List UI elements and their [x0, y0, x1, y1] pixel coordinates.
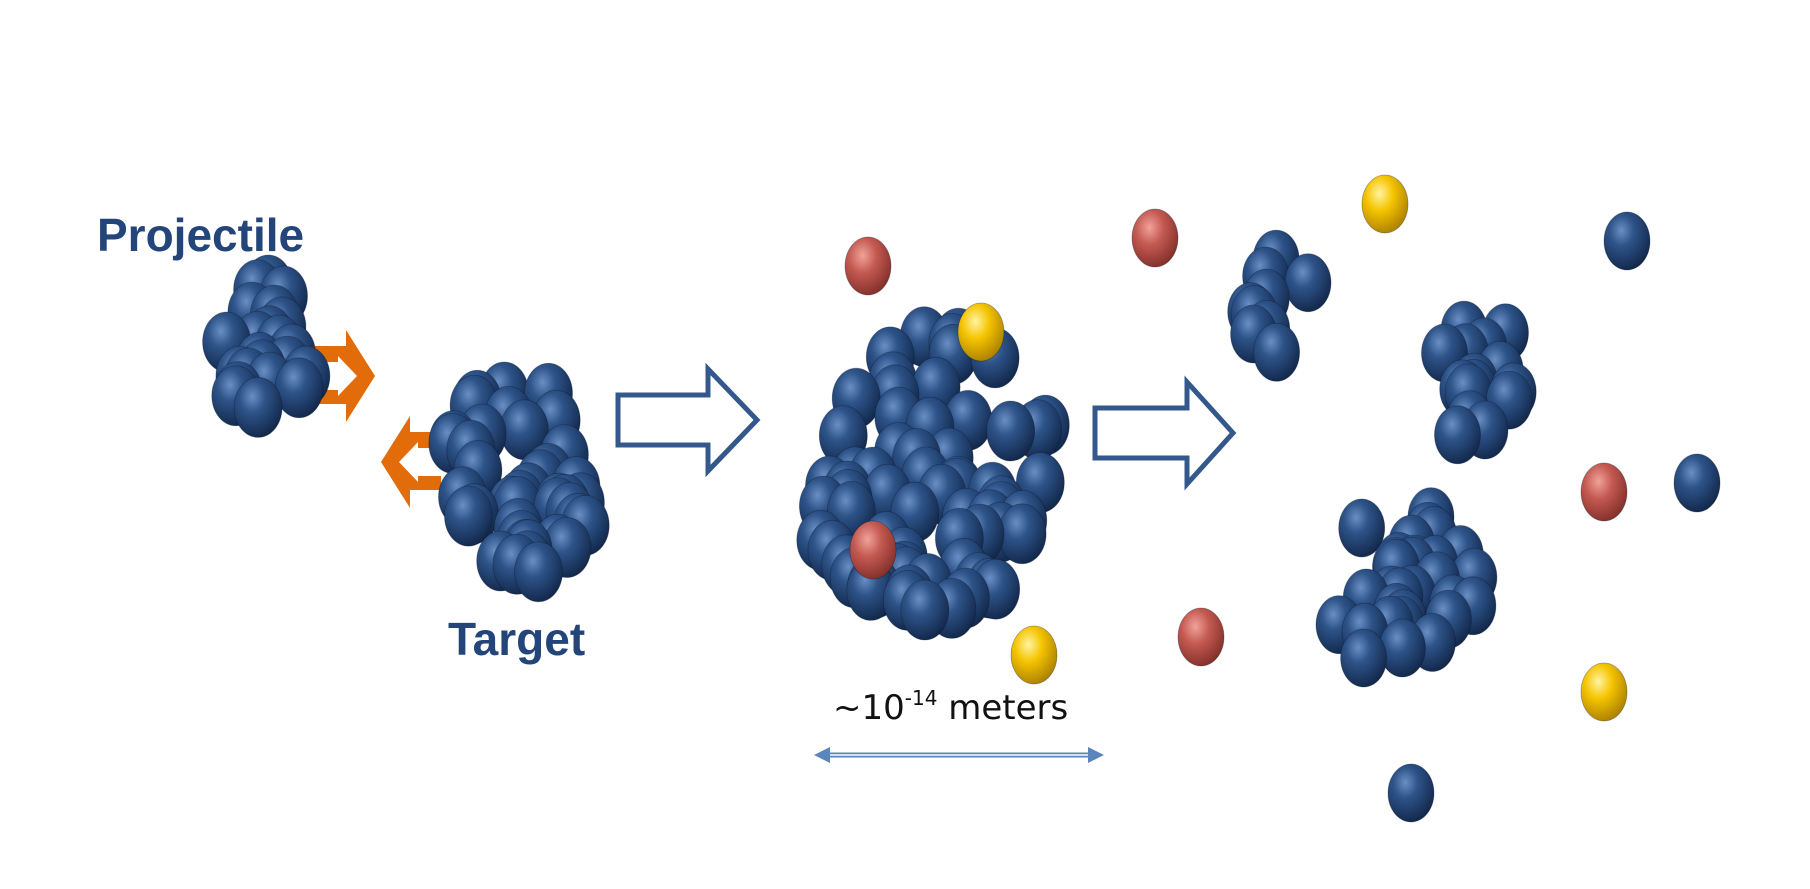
ejected-neutron: [1603, 211, 1651, 271]
ejected-neutron: [1387, 763, 1435, 823]
nucleon: [1338, 498, 1386, 558]
target-label: Target: [448, 613, 586, 665]
stage-arrow-1: [615, 362, 761, 478]
scale-prefix: ~10: [833, 688, 905, 728]
nucleon: [900, 579, 950, 641]
ejected-alpha: [1361, 174, 1409, 234]
ejected-proton: [1131, 208, 1179, 268]
target-nucleus: [428, 361, 610, 603]
nucleon: [444, 485, 493, 547]
scale-exponent: -14: [904, 686, 938, 710]
ejected-alpha: [1580, 662, 1628, 722]
scale-label: ~10-14 meters: [833, 688, 1068, 728]
fragment-medium: [1421, 300, 1537, 465]
ejected-proton: [1177, 607, 1225, 667]
scale-arrow: [814, 747, 1104, 763]
projectile-label: Projectile: [97, 209, 305, 261]
fireball-alpha: [1010, 625, 1058, 685]
nucleon: [514, 541, 563, 603]
ejected-proton: [1580, 462, 1628, 522]
projectile-nucleus: [202, 254, 331, 438]
fireball-proton: [844, 236, 892, 296]
projectile-motion-arrow: [315, 330, 375, 422]
fragment-small: [1227, 229, 1332, 382]
nucleon: [1340, 628, 1387, 688]
nucleon: [233, 376, 283, 438]
ejected-neutron: [1673, 453, 1721, 513]
nucleon: [1434, 405, 1481, 465]
stage-arrow-2: [1092, 375, 1237, 491]
fireball-alpha: [957, 302, 1005, 362]
scale-unit: meters: [948, 688, 1069, 728]
nucleon: [986, 400, 1035, 462]
nucleon: [997, 503, 1047, 565]
nucleon: [1253, 322, 1300, 382]
fireball-proton: [849, 520, 897, 580]
fireball-nucleus: [796, 306, 1070, 641]
nucleon: [1379, 618, 1426, 678]
target-motion-arrow: [381, 416, 441, 508]
nucleon: [1284, 253, 1332, 313]
fragment-large: [1315, 487, 1498, 688]
